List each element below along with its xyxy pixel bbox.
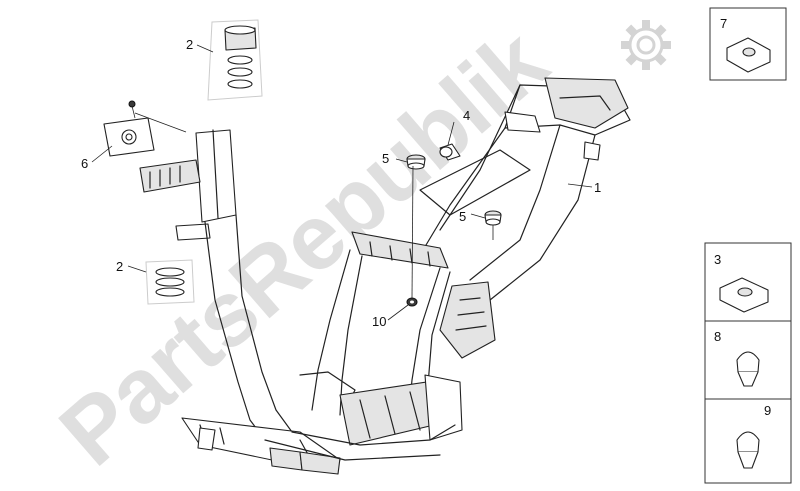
part-10-grommet bbox=[406, 297, 418, 307]
callout-10: 10 bbox=[372, 314, 386, 329]
leader-lines bbox=[91, 44, 593, 321]
callout-1: 1 bbox=[594, 180, 601, 195]
callout-labels: 1 2 2 3 4 5 5 6 7 8 9 10 bbox=[81, 16, 771, 418]
part-5-cap-lower bbox=[484, 210, 502, 226]
callout-3: 3 bbox=[714, 252, 721, 267]
inset-box-part-9 bbox=[704, 398, 792, 484]
inset-box-part-8 bbox=[704, 320, 792, 400]
inset-box-part-7 bbox=[709, 7, 787, 81]
part-6-plate bbox=[103, 100, 155, 157]
part-2-steering-bearing-lower bbox=[145, 259, 195, 305]
callout-2-upper: 2 bbox=[186, 37, 193, 52]
part-2-steering-bearing-upper bbox=[207, 19, 263, 101]
callout-5-lower: 5 bbox=[459, 209, 466, 224]
watermark-text: PartsRepublik bbox=[41, 10, 566, 486]
part-4-bushing bbox=[439, 143, 461, 161]
callout-7: 7 bbox=[720, 16, 727, 31]
callout-4: 4 bbox=[463, 108, 470, 123]
callout-8: 8 bbox=[714, 329, 721, 344]
inset-box-part-3 bbox=[704, 242, 792, 322]
gear-icon bbox=[621, 20, 671, 70]
callout-9: 9 bbox=[764, 403, 771, 418]
callout-6: 6 bbox=[81, 156, 88, 171]
callout-2-lower: 2 bbox=[116, 259, 123, 274]
main-frame bbox=[139, 77, 631, 475]
part-5-cap-upper bbox=[406, 154, 426, 170]
callout-5-upper: 5 bbox=[382, 151, 389, 166]
